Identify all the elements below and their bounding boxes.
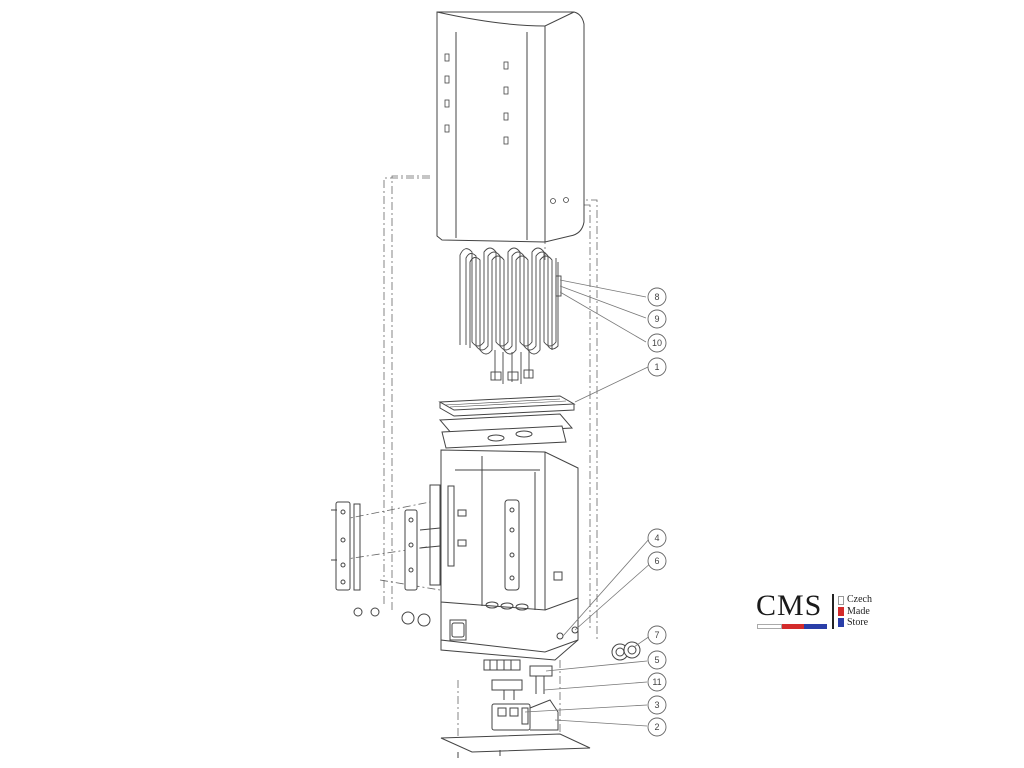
callout-3: 3: [647, 695, 667, 715]
callout-leaders: [524, 279, 653, 727]
control-knobs: [611, 641, 641, 661]
outer-casing: [436, 11, 585, 243]
logo-line-store: Store: [847, 617, 869, 628]
callout-9: 9: [647, 309, 667, 329]
logo-red-box: [838, 607, 844, 616]
logo-white-box: [838, 596, 844, 605]
main-frame: [440, 449, 579, 661]
logo-tagline: Czech Made Store: [847, 594, 872, 629]
element-mounting-plate: [438, 395, 576, 449]
cms-logo: CMS Czech Made Store: [756, 589, 886, 633]
callout-11: 11: [647, 672, 667, 692]
bottom-cover: [440, 733, 591, 758]
logo-line-czech: Czech: [847, 594, 872, 605]
side-rails: [331, 484, 441, 627]
logo-color-boxes: [838, 596, 844, 629]
contactor-assembly: [491, 699, 559, 731]
logo-line-made: Made: [847, 605, 870, 617]
callout-7-label: 7: [654, 630, 659, 640]
callout-5: 5: [647, 650, 667, 670]
callout-2: 2: [647, 717, 667, 737]
callout-6-label: 6: [654, 556, 659, 566]
callout-8: 8: [647, 287, 667, 307]
callout-11-label: 11: [652, 677, 661, 687]
callout-8-label: 8: [654, 292, 659, 302]
callout-2-label: 2: [654, 722, 659, 732]
callout-7: 7: [647, 625, 667, 645]
terminal-blocks: [483, 659, 553, 700]
logo-divider: [832, 594, 834, 629]
logo-blue-box: [838, 618, 844, 627]
callout-10-label: 10: [652, 338, 662, 348]
callout-4-label: 4: [654, 533, 659, 543]
heating-elements: [459, 247, 562, 384]
callout-9-label: 9: [654, 314, 659, 324]
callout-6: 6: [647, 551, 667, 571]
callout-4: 4: [647, 528, 667, 548]
flag-blue-stripe: [804, 624, 828, 629]
callout-10: 10: [647, 333, 667, 353]
callout-1-label: 1: [654, 362, 659, 372]
callout-5-label: 5: [654, 655, 659, 665]
logo-brand-text: CMS: [756, 589, 823, 622]
callout-3-label: 3: [654, 700, 659, 710]
flag-white-stripe: [757, 624, 782, 629]
logo-flag-stripe: [757, 624, 828, 629]
callout-1: 1: [647, 357, 667, 377]
flag-red-stripe: [781, 624, 805, 629]
